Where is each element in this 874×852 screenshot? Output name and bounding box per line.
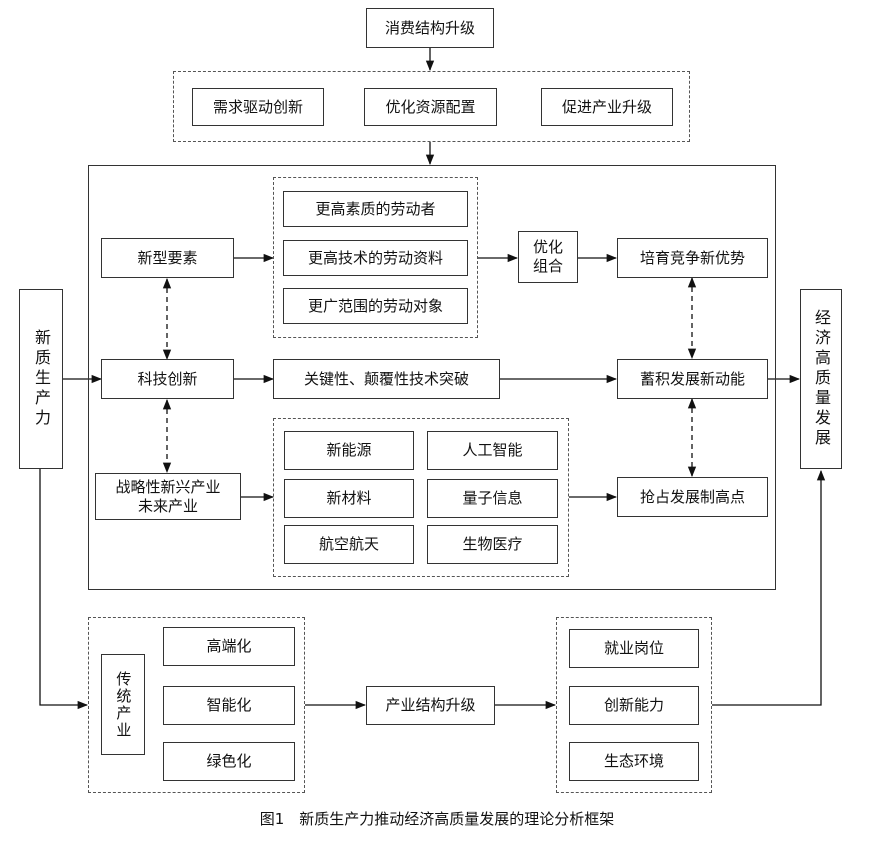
strategic-industries-line1: 战略性新兴产业 [115, 477, 221, 496]
high-end-box: 高端化 [163, 627, 295, 666]
traditional-group [88, 617, 305, 793]
labor-group [273, 177, 478, 338]
industries-group [273, 418, 569, 577]
competitive-advantage-box: 培育竞争新优势 [617, 238, 768, 278]
labor-high-quality-box: 更高素质的劳动者 [283, 191, 468, 227]
innovation-capacity-box: 创新能力 [569, 686, 699, 725]
arrow-outcomes-to-right [712, 469, 826, 706]
outcomes-group [556, 617, 712, 793]
figure-caption: 图1 新质生产力推动经济高质量发展的理论分析框架 [259, 810, 615, 828]
jobs-box: 就业岗位 [569, 629, 699, 668]
optimize-combination-box: 优化 组合 [518, 231, 578, 283]
traditional-industries-box: 传统产业 [101, 654, 145, 755]
labor-high-tech-tools-box: 更高技术的劳动资料 [283, 240, 468, 276]
consumption-upgrade-box: 消费结构升级 [366, 8, 494, 48]
new-materials-box: 新材料 [284, 479, 414, 518]
quantum-info-box: 量子信息 [427, 479, 558, 518]
demand-driven-innovation-box: 需求驱动创新 [192, 88, 324, 126]
biomedical-box: 生物医疗 [427, 525, 558, 564]
demand-group [173, 71, 690, 142]
new-quality-productivity-box: 新质生产力 [19, 289, 63, 469]
high-quality-development-box: 经济高质量发展 [800, 289, 842, 469]
ai-box: 人工智能 [427, 431, 558, 470]
arrow-left-to-traditional [39, 469, 89, 710]
aerospace-box: 航空航天 [284, 525, 414, 564]
tech-innovation-box: 科技创新 [101, 359, 234, 399]
industry-structure-upgrade-box: 产业结构升级 [366, 686, 495, 725]
labor-broad-objects-box: 更广范围的劳动对象 [283, 288, 468, 324]
green-box: 绿色化 [163, 742, 295, 781]
strategic-industries-box: 战略性新兴产业 未来产业 [95, 473, 241, 520]
main-frame [88, 165, 776, 590]
intelligent-box: 智能化 [163, 686, 295, 725]
new-elements-box: 新型要素 [101, 238, 234, 278]
strategic-industries-line2: 未来产业 [137, 496, 198, 515]
optimize-resource-box: 优化资源配置 [364, 88, 497, 126]
key-tech-breakthrough-box: 关键性、颠覆性技术突破 [273, 359, 500, 399]
new-energy-box: 新能源 [284, 431, 414, 470]
development-momentum-box: 蓄积发展新动能 [617, 359, 768, 399]
optimize-combination-line2: 组合 [532, 257, 563, 275]
optimize-combination-line1: 优化 [532, 238, 563, 257]
ecology-box: 生态环境 [569, 742, 699, 781]
promote-industry-upgrade-box: 促进产业升级 [541, 88, 673, 126]
commanding-heights-box: 抢占发展制高点 [617, 477, 768, 517]
